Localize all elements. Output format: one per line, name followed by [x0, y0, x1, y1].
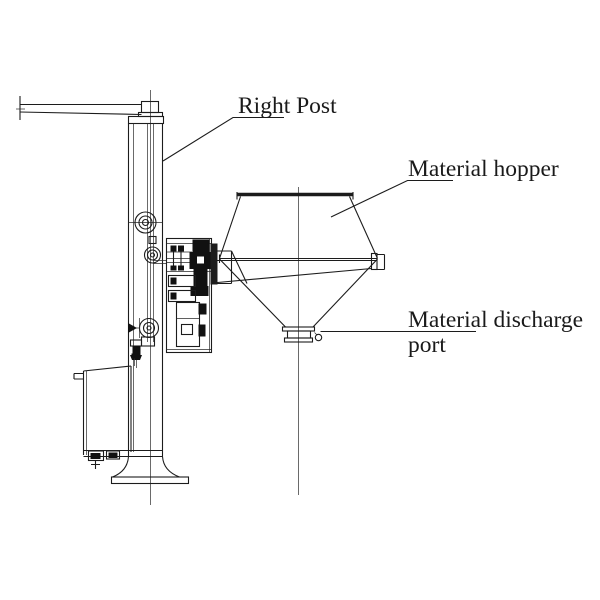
- right-clamp-pad: [108, 452, 118, 458]
- material-hopper: [218, 192, 379, 328]
- gearbox-latch-upper: [198, 303, 207, 315]
- bolt-nut-left: [170, 265, 177, 271]
- hopper-clamp-right: [377, 253, 386, 271]
- carriage-housing: [165, 237, 213, 354]
- pulley-outer: [134, 211, 157, 234]
- guide-shoe-lower-pad: [170, 292, 177, 300]
- arm-bracket: [217, 250, 233, 285]
- base-plate: [110, 476, 190, 485]
- guide-shoe-lower: [167, 289, 197, 303]
- clamp-plate: [210, 243, 218, 285]
- material-discharge-label-line2: port: [408, 332, 446, 358]
- hopper-body-left-edge: [218, 196, 242, 259]
- pulley-hub: [149, 252, 156, 258]
- hopper-body-right-edge: [348, 196, 379, 259]
- post-cap: [140, 100, 160, 114]
- cart-bolt-head: [131, 353, 138, 359]
- pulley-bottom: [128, 317, 160, 339]
- tensioner-plate: [129, 339, 143, 347]
- material-hopper-leader: [330, 179, 453, 218]
- pulley-mid: [146, 249, 159, 261]
- motor-window: [197, 256, 204, 264]
- bolt-head-left: [170, 245, 177, 252]
- housing-horizontals: [166, 251, 212, 272]
- right-post: [127, 100, 165, 456]
- pulley-clevis: [148, 235, 157, 245]
- top-arm: [16, 96, 142, 120]
- guide-shoe-upper: [167, 274, 197, 288]
- post-top-plate: [127, 115, 165, 125]
- pulley-mid: [138, 215, 153, 230]
- pulley-outer: [138, 317, 160, 339]
- right-post-leader: [162, 116, 284, 162]
- hopper-clamp-left: [370, 252, 378, 271]
- base-bell-right: [161, 456, 180, 478]
- post-base: [110, 456, 190, 485]
- bolt-nut-right: [178, 265, 184, 271]
- drive-motor-block-4: [190, 286, 209, 296]
- pulley-top: [128, 211, 163, 234]
- base-bell-left: [112, 456, 130, 478]
- pulley-middle: [143, 235, 167, 264]
- arm-gusset: [231, 250, 248, 284]
- port-body: [286, 330, 312, 339]
- centerlines: [150, 90, 299, 505]
- callout-labels: Right Post Material hopper Material disc…: [238, 93, 583, 358]
- right-clamp-body: [105, 450, 121, 460]
- bottom-cart: [73, 353, 163, 469]
- material-hopper-label: Material hopper: [408, 156, 559, 182]
- arm-bottom-line: [19, 111, 142, 116]
- port-ring: [314, 333, 323, 342]
- leader-lines: [162, 116, 476, 333]
- material-discharge-label-line1: Material discharge: [408, 307, 583, 333]
- cart-top-edge: [83, 365, 132, 372]
- cart-handle: [73, 372, 84, 380]
- hopper-cone-right-edge: [312, 258, 378, 328]
- tensioner-bracket: [140, 336, 156, 347]
- port-bottom-flange: [283, 337, 314, 343]
- pulley-mid: [142, 321, 156, 335]
- tensioner-bolt: [132, 346, 141, 355]
- pulley-hub: [146, 325, 152, 331]
- pulley-hub: [141, 218, 150, 227]
- left-clamp-pad: [90, 453, 101, 459]
- gearbox-latch-lower: [198, 324, 206, 337]
- lift-carriage-mechanism: [165, 237, 213, 354]
- cable-lines: [153, 260, 167, 264]
- hopper-support-arm: [210, 243, 386, 285]
- bolt-head-right: [178, 245, 184, 252]
- drive-motor-block-1: [192, 239, 210, 253]
- hopper-rim-ticks: [236, 192, 354, 200]
- gearbox-port: [180, 323, 194, 336]
- right-post-label: Right Post: [238, 93, 337, 119]
- material-discharge-port: [281, 326, 323, 343]
- hopper-cone-left-edge: [219, 258, 286, 328]
- clamp-handle: [128, 323, 137, 333]
- arm-bottom-chord: [217, 267, 372, 284]
- drive-motor-block-3: [193, 269, 208, 286]
- guide-shoe-upper-pad: [170, 277, 177, 285]
- pulley-outer: [143, 246, 162, 264]
- left-clamp-screw: [91, 460, 100, 469]
